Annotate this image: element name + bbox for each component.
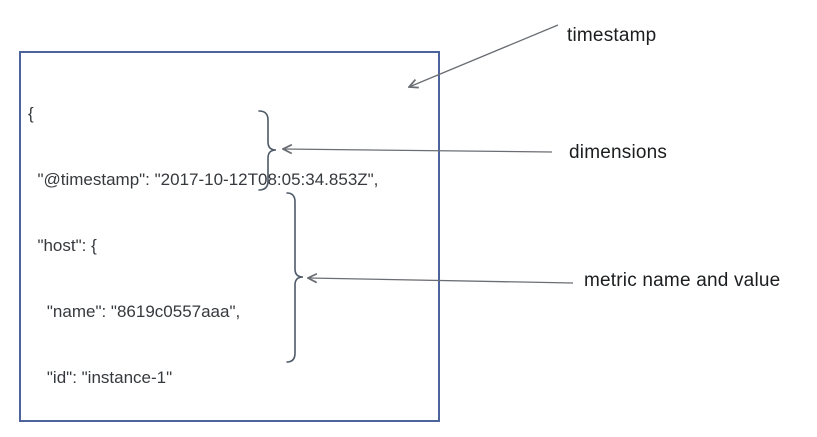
json-document-box: { "@timestamp": "2017-10-12T08:05:34.853… <box>19 51 440 437</box>
json-line-host-name: "name": "8619c0557aaa", <box>28 302 241 321</box>
metric-name-and-value-label: metric name and value <box>584 270 781 291</box>
json-document: { "@timestamp": "2017-10-12T08:05:34.853… <box>28 59 378 437</box>
timestamp-label: timestamp <box>567 25 657 46</box>
json-line-root-open: { <box>28 104 34 123</box>
json-line-timestamp: "@timestamp": "2017-10-12T08:05:34.853Z"… <box>28 170 379 189</box>
json-line-host-close: }, <box>28 433 378 437</box>
json-line-host-id: "id": "instance-1" <box>28 368 173 387</box>
json-line-host-open: "host": { <box>28 236 97 255</box>
dimensions-label: dimensions <box>569 142 668 163</box>
